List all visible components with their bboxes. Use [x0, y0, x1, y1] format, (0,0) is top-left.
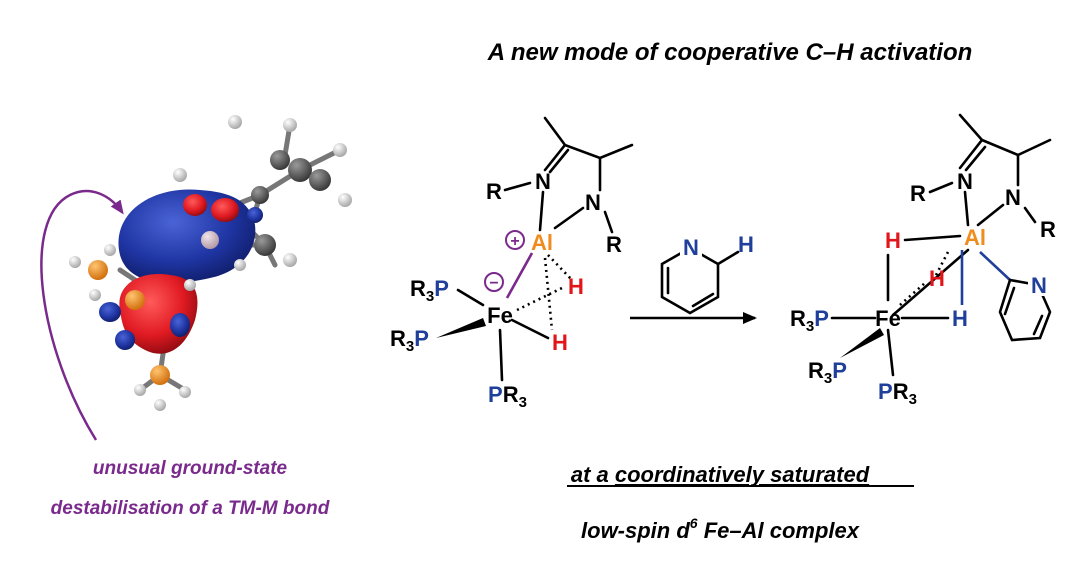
- pyridine-h: H: [738, 232, 754, 257]
- caption-line2: destabilisation of a TM-M bond: [51, 498, 330, 519]
- hydride: H: [885, 228, 901, 253]
- pyridine-n: N: [683, 235, 699, 260]
- bottom-line2: low-spin d6 Fe–Al complex: [581, 515, 860, 543]
- molecular-orbital-render: [69, 115, 352, 411]
- pr3-ligand: R3P: [790, 306, 829, 335]
- pyridyl-n: N: [1031, 273, 1047, 298]
- r-group: R: [910, 181, 926, 206]
- plus-charge: +: [510, 233, 519, 250]
- n-atom: N: [1005, 185, 1021, 210]
- r-group: R: [606, 232, 622, 257]
- n-atom: N: [585, 190, 601, 215]
- hydride: H: [568, 274, 584, 299]
- pr3-ligand: R3P: [390, 326, 429, 355]
- r-group: R: [1040, 217, 1056, 242]
- pr3-ligand: R3P: [808, 358, 847, 387]
- al-atom: Al: [531, 230, 553, 255]
- r-group: R: [486, 179, 502, 204]
- pr3-ligand: PR3: [488, 382, 527, 411]
- bottom-line1: at a coordinatively saturated: [571, 462, 870, 487]
- pr3-ligand: R3P: [410, 276, 449, 305]
- minus-charge: −: [489, 275, 498, 292]
- fe-atom: Fe: [487, 303, 513, 328]
- pr3-ligand: PR3: [878, 379, 917, 408]
- n-atom: N: [535, 169, 551, 194]
- reactant-complex: N N R R Al Fe H H + − R3P R3P PR3: [390, 116, 634, 411]
- hydride: H: [952, 306, 968, 331]
- pyridine-icon: N H: [660, 232, 754, 315]
- hydride: H: [929, 266, 945, 291]
- product-complex: N N N R R Al H H H Fe R3P R3P PR3: [790, 113, 1056, 408]
- fe-atom: Fe: [875, 306, 901, 331]
- curved-arrow-icon: [40, 189, 124, 441]
- n-atom: N: [957, 169, 973, 194]
- al-atom: Al: [964, 225, 986, 250]
- caption-line1: unusual ground-state: [93, 458, 288, 479]
- hydride: H: [552, 330, 568, 355]
- title: A new mode of cooperative C–H activation: [487, 39, 973, 66]
